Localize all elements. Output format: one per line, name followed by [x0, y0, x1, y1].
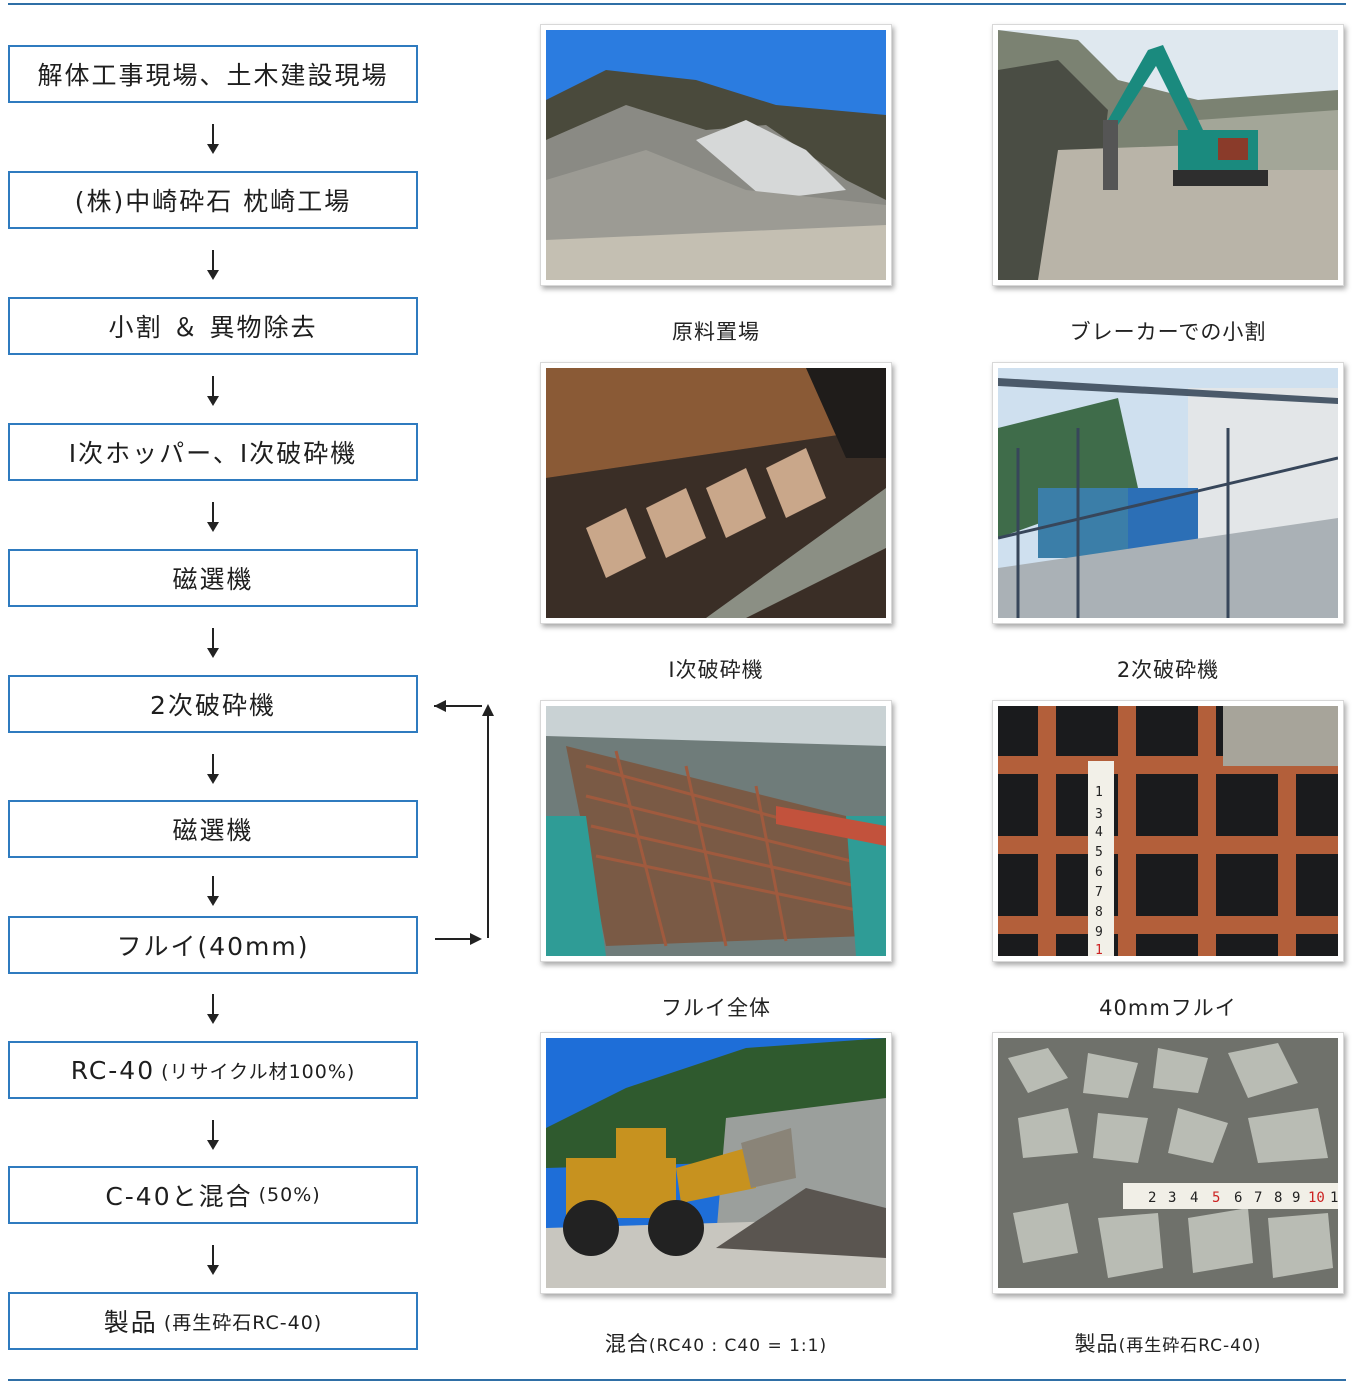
svg-text:1: 1 — [1095, 943, 1103, 956]
step-demolition-site: 解体工事現場、土木建設現場 — [8, 45, 418, 103]
step-label: 小割 ＆ 異物除去 — [108, 313, 318, 342]
top-rule — [8, 3, 1346, 5]
photo-screen-mesh-40mm: 1 3 4 5 6 7 8 9 1 — [992, 700, 1344, 962]
photo-excavator-breaker — [992, 24, 1344, 286]
step-label: C-40と混合 — [105, 1182, 253, 1211]
svg-text:5: 5 — [1212, 1190, 1220, 1206]
photo-wheel-loader-mixing — [540, 1032, 892, 1294]
svg-text:6: 6 — [1234, 1190, 1242, 1206]
caption-screen-deck: フルイ全体 — [540, 992, 892, 1022]
svg-text:3: 3 — [1095, 807, 1103, 822]
down-arrow-icon — [207, 1245, 219, 1275]
down-arrow-icon — [207, 994, 219, 1024]
down-arrow-icon — [207, 124, 219, 154]
step-primary-crusher: Ⅰ次ホッパー、Ⅰ次破砕機 — [8, 423, 418, 481]
step-label: 製品 — [103, 1308, 158, 1337]
caption-text: フルイ全体 — [661, 996, 771, 1020]
caption-note: (RC40 : C40 = 1:1) — [648, 1336, 828, 1356]
caption-text: 原料置場 — [672, 320, 760, 344]
photo-secondary-crusher — [992, 362, 1344, 624]
step-label: フルイ(40mm) — [116, 932, 310, 961]
step-label: Ⅰ次ホッパー、Ⅰ次破砕機 — [68, 439, 358, 468]
bottom-rule — [8, 1379, 1346, 1381]
step-label: 解体工事現場、土木建設現場 — [37, 61, 389, 90]
step-note: (リサイクル材100%) — [161, 1060, 356, 1083]
svg-text:1: 1 — [1330, 1190, 1338, 1206]
return-loop-arrow-icon — [434, 700, 494, 945]
photo-primary-crusher — [540, 362, 892, 624]
caption-text: 2次破砕機 — [1116, 658, 1220, 682]
step-label: (株)中崎砕石 枕崎工場 — [74, 187, 352, 216]
svg-text:9: 9 — [1292, 1190, 1300, 1206]
step-mix-c40: C-40と混合 (50%) — [8, 1166, 418, 1224]
down-arrow-icon — [207, 876, 219, 906]
caption-text: 製品 — [1074, 1332, 1119, 1356]
step-label: 2次破砕機 — [150, 691, 276, 720]
photo-screen-deck — [540, 700, 892, 962]
caption-screen-mesh-40mm: 40mmフルイ — [992, 992, 1344, 1022]
svg-text:6: 6 — [1095, 865, 1103, 880]
svg-text:10: 10 — [1308, 1190, 1325, 1206]
svg-text:7: 7 — [1254, 1190, 1262, 1206]
caption-text: Ⅰ次破砕機 — [668, 658, 764, 682]
step-note: (再生砕石RC-40) — [163, 1311, 323, 1334]
step-breaking-sorting: 小割 ＆ 異物除去 — [8, 297, 418, 355]
svg-text:8: 8 — [1274, 1190, 1282, 1206]
svg-text:5: 5 — [1095, 845, 1103, 860]
step-note: (50%) — [258, 1184, 321, 1206]
step-label: 磁選機 — [172, 565, 254, 594]
step-rc40: RC-40 (リサイクル材100%) — [8, 1041, 418, 1099]
down-arrow-icon — [207, 1120, 219, 1150]
caption-product-gravel: 製品(再生砕石RC-40) — [992, 1328, 1344, 1358]
caption-text: 40mmフルイ — [1099, 996, 1237, 1020]
svg-text:2: 2 — [1148, 1190, 1156, 1206]
svg-text:4: 4 — [1095, 825, 1103, 840]
svg-text:1: 1 — [1095, 785, 1103, 800]
down-arrow-icon — [207, 502, 219, 532]
svg-text:4: 4 — [1190, 1190, 1198, 1206]
svg-text:7: 7 — [1095, 885, 1103, 900]
step-magnetic-separator-1: 磁選機 — [8, 549, 418, 607]
svg-text:9: 9 — [1095, 925, 1103, 940]
down-arrow-icon — [207, 754, 219, 784]
photo-raw-material-yard — [540, 24, 892, 286]
svg-text:3: 3 — [1168, 1190, 1176, 1206]
caption-text: ブレーカーでの小割 — [1069, 320, 1267, 344]
caption-text: 混合 — [604, 1332, 649, 1356]
step-label: 磁選機 — [172, 816, 254, 845]
step-factory: (株)中崎砕石 枕崎工場 — [8, 171, 418, 229]
caption-excavator-breaker: ブレーカーでの小割 — [992, 316, 1344, 346]
caption-secondary-crusher: 2次破砕機 — [992, 654, 1344, 684]
photo-product-gravel: 2 3 4 5 6 7 8 9 10 1 — [992, 1032, 1344, 1294]
down-arrow-icon — [207, 376, 219, 406]
step-product: 製品 (再生砕石RC-40) — [8, 1292, 418, 1350]
down-arrow-icon — [207, 628, 219, 658]
caption-primary-crusher: Ⅰ次破砕機 — [540, 654, 892, 684]
step-magnetic-separator-2: 磁選機 — [8, 800, 418, 858]
step-screen-40mm: フルイ(40mm) — [8, 916, 418, 974]
caption-wheel-loader-mixing: 混合(RC40 : C40 = 1:1) — [540, 1328, 892, 1358]
caption-raw-material-yard: 原料置場 — [540, 316, 892, 346]
caption-note: (再生砕石RC-40) — [1118, 1336, 1262, 1356]
svg-text:8: 8 — [1095, 905, 1103, 920]
down-arrow-icon — [207, 250, 219, 280]
step-label: RC-40 — [70, 1055, 156, 1085]
step-secondary-crusher: 2次破砕機 — [8, 675, 418, 733]
